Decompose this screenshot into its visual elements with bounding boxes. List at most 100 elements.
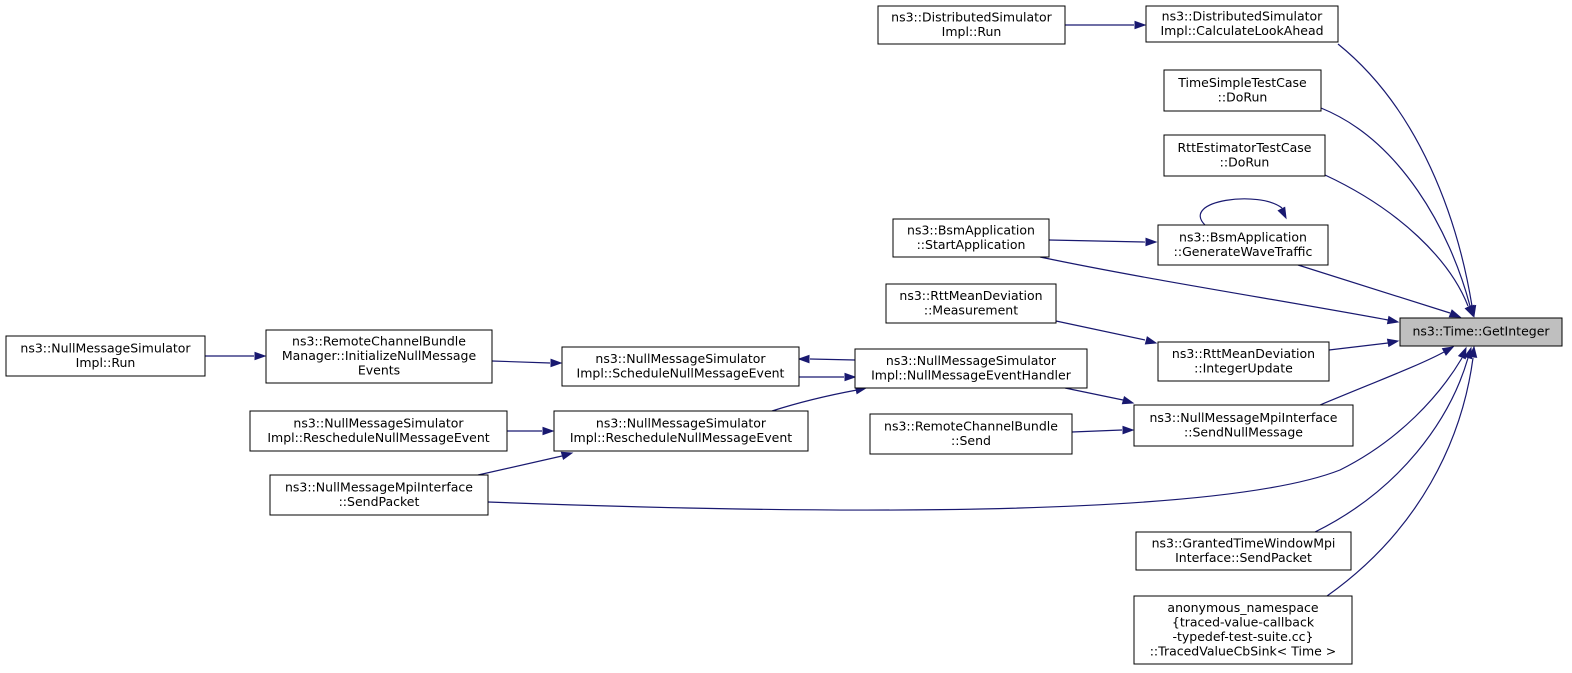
node-box <box>1133 595 1353 665</box>
node-label-line: ::Measurement <box>924 302 1018 317</box>
node-label-line: ::Send <box>951 433 991 448</box>
node-label-line: ::DoRun <box>1220 154 1270 169</box>
node-nm-mpi-send-null[interactable]: ns3::NullMessageMpiInterface::SendNullMe… <box>1133 404 1354 447</box>
node-label-line: ns3::NullMessageMpiInterface <box>1150 410 1338 425</box>
edge-rtt-estimator-to-get-integer <box>1324 174 1474 318</box>
node-box <box>5 335 206 377</box>
node-label-line: {traced-value-callback <box>1172 614 1315 629</box>
edge-line <box>809 358 856 361</box>
edge-line <box>1328 342 1389 351</box>
node-layer: ns3::Time::GetInteger ns3::DistributedSim… <box>5 5 1563 665</box>
node-label-line: ns3::RttMeanDeviation <box>899 288 1042 303</box>
node-nm-handler[interactable]: ns3::NullMessageSimulatorImpl::NullMessa… <box>854 348 1088 389</box>
node-label-line: ns3::BsmApplication <box>1179 229 1307 244</box>
node-rtt-estimator[interactable]: RttEstimatorTestCase::DoRun <box>1163 134 1326 177</box>
edge-bsm-start-to-get-integer <box>1039 256 1400 325</box>
node-box <box>1135 531 1352 571</box>
node-label-line: Impl::RescheduleNullMessageEvent <box>570 430 792 445</box>
node-box <box>892 218 1050 258</box>
edge-arrowhead <box>1122 425 1135 435</box>
node-label-line: ns3::Time::GetInteger <box>1412 324 1550 339</box>
node-box <box>854 348 1088 389</box>
node-label-line: ::DoRun <box>1218 89 1268 104</box>
edge-line <box>1297 264 1451 314</box>
node-box <box>877 5 1066 45</box>
edge-bsm-start-to-bsm-generate <box>1048 237 1158 247</box>
node-label-line: Manager::InitializeNullMessage <box>282 348 477 363</box>
edge-arrowhead <box>1441 346 1455 356</box>
edge-line <box>1064 387 1124 401</box>
node-label-line: ns3::RemoteChannelBundle <box>884 418 1058 433</box>
edge-nm-reschedule-a-to-nm-reschedule-b <box>507 426 555 436</box>
node-label-line: ns3::BsmApplication <box>907 222 1035 237</box>
node-bsm-generate[interactable]: ns3::BsmApplication::GenerateWaveTraffic <box>1157 224 1329 266</box>
node-label-line: Impl::ScheduleNullMessageEvent <box>577 365 785 380</box>
edge-arrowhead <box>797 354 810 364</box>
node-nm-schedule[interactable]: ns3::NullMessageSimulatorImpl::ScheduleN… <box>561 346 800 387</box>
edge-arrowhead <box>542 426 555 436</box>
node-label-line: ns3::NullMessageMpiInterface <box>285 479 473 494</box>
edge-line <box>1048 239 1146 243</box>
node-box <box>561 346 800 387</box>
node-box <box>249 410 508 452</box>
node-rtt-measurement[interactable]: ns3::RttMeanDeviation::Measurement <box>885 283 1057 324</box>
node-box <box>1133 404 1354 447</box>
edge-arrowhead <box>1386 338 1400 348</box>
edge-line <box>771 389 858 412</box>
edge-nm-handler-to-nm-schedule <box>797 354 856 364</box>
node-label-line: ns3::NullMessageSimulator <box>886 353 1057 368</box>
edge-arrowhead <box>1144 336 1158 345</box>
edge-bsm-generate-to-bsm-generate <box>1199 198 1287 226</box>
node-box <box>1157 224 1329 266</box>
node-nm-reschedule-a[interactable]: ns3::NullMessageSimulatorImpl::Reschedul… <box>249 410 508 452</box>
node-time-simple[interactable]: TimeSimpleTestCase::DoRun <box>1163 69 1322 112</box>
node-label-line: ns3::NullMessageSimulator <box>596 415 767 430</box>
edge-arrowhead <box>1145 237 1158 247</box>
node-rcb-manager[interactable]: ns3::RemoteChannelBundleManager::Initial… <box>265 329 493 384</box>
edge-arrowhead <box>560 451 574 461</box>
edge-rtt-integer-update-to-get-integer <box>1328 338 1400 351</box>
node-dist-calc[interactable]: ns3::DistributedSimulatorImpl::Calculate… <box>1145 5 1339 43</box>
node-nm-mpi-send-packet[interactable]: ns3::NullMessageMpiInterface::SendPacket <box>269 474 489 516</box>
node-box <box>869 413 1073 455</box>
edge-traced-sink-to-get-integer <box>1326 345 1478 597</box>
edge-line <box>1337 43 1473 307</box>
node-get-integer[interactable]: ns3::Time::GetInteger <box>1399 317 1563 347</box>
node-box <box>269 474 489 516</box>
node-label-line: anonymous_namespace <box>1167 600 1318 615</box>
node-box <box>1399 317 1563 347</box>
edge-line <box>491 360 551 364</box>
node-box <box>1163 134 1326 177</box>
node-label-line: ns3::GrantedTimeWindowMpi <box>1152 535 1336 550</box>
edge-arrowhead <box>550 358 563 368</box>
edge-line <box>1055 320 1146 341</box>
node-label-line: Impl::CalculateLookAhead <box>1160 23 1323 38</box>
node-label-line: -typedef-test-suite.cc} <box>1173 629 1314 644</box>
edge-rcb-send-to-nm-mpi-send-null <box>1071 425 1135 435</box>
node-bsm-start[interactable]: ns3::BsmApplication::StartApplication <box>892 218 1050 258</box>
edge-line <box>1326 357 1474 597</box>
node-nm-reschedule-b[interactable]: ns3::NullMessageSimulatorImpl::Reschedul… <box>553 410 809 452</box>
node-label-line: ::GenerateWaveTraffic <box>1174 244 1313 259</box>
node-box <box>553 410 809 452</box>
node-label-line: ns3::DistributedSimulator <box>891 9 1053 24</box>
edge-arrowhead <box>844 372 857 382</box>
node-box <box>1145 5 1339 43</box>
node-label-line: RttEstimatorTestCase <box>1177 140 1311 155</box>
edge-line <box>477 455 563 476</box>
edge-layer <box>205 20 1478 597</box>
node-box <box>265 329 493 384</box>
edge-line <box>1071 429 1123 433</box>
edge-arrowhead <box>1121 395 1135 405</box>
edge-line <box>1199 198 1283 226</box>
edge-line <box>1324 174 1469 307</box>
node-rtt-integer-update[interactable]: ns3::RttMeanDeviation::IntegerUpdate <box>1157 341 1330 382</box>
edge-arrowhead <box>1457 346 1467 360</box>
node-granted-send-packet[interactable]: ns3::GrantedTimeWindowMpiInterface::Send… <box>1135 531 1352 571</box>
node-traced-sink[interactable]: anonymous_namespace{traced-value-callbac… <box>1133 595 1353 665</box>
edge-arrowhead <box>1468 345 1478 358</box>
node-rcb-send[interactable]: ns3::RemoteChannelBundle::Send <box>869 413 1073 455</box>
